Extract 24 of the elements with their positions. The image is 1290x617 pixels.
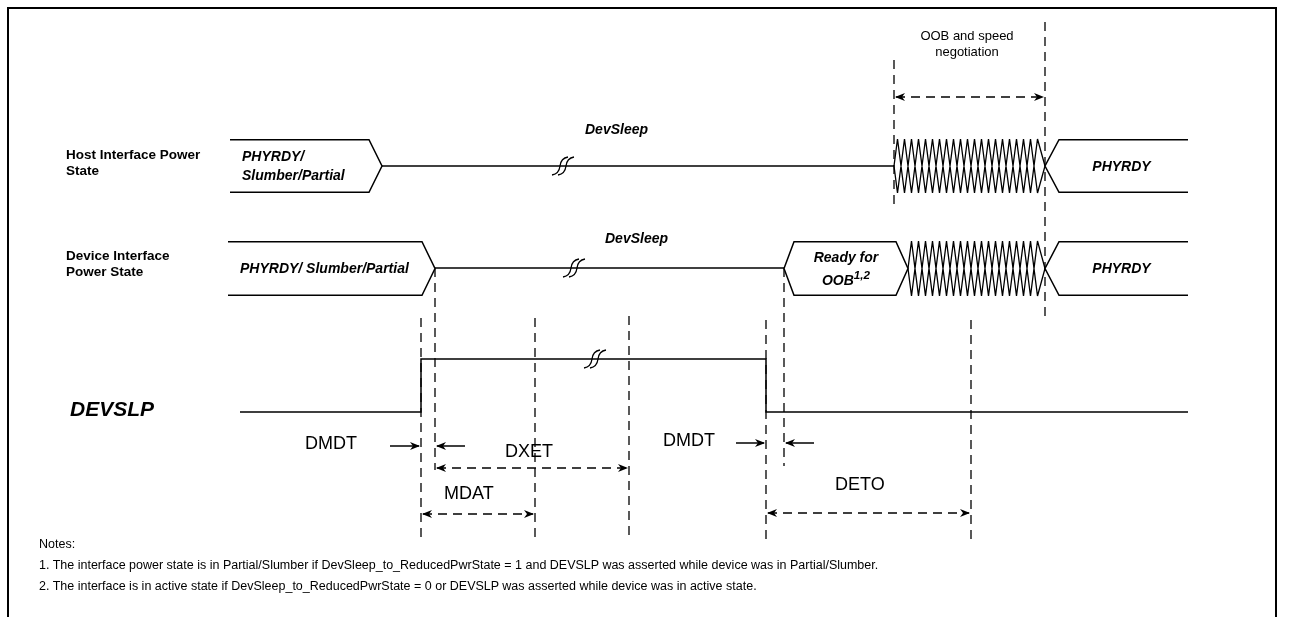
state-label: PHYRDY/ Slumber/Partial <box>242 147 346 185</box>
interval-label: DXET <box>505 441 553 463</box>
note-text: 2. The interface is in active state if DevSleep_to_ReducedPwrState = 0 or DEVSLP was asserted while device was in active state. <box>39 579 757 594</box>
interval-label: MDAT <box>444 483 494 505</box>
bus-state-shape <box>230 139 382 193</box>
bus-state-shape <box>784 241 908 296</box>
note-text: 1. The interface power state is in Partial/Slumber if DevSleep_to_ReducedPwrState = 1 and DEVSLP was asserted while device was in Partial/Slumber. <box>39 558 879 573</box>
bus-state-shape <box>1045 241 1188 296</box>
signal-name: Device Interface Power State <box>66 248 171 281</box>
state-label: PHYRDY <box>1091 259 1153 278</box>
interval-label: DETO <box>835 474 885 496</box>
state-name: DevSleep <box>585 121 649 138</box>
signal-name: Host Interface Power State <box>66 147 202 180</box>
bus-state-shape <box>228 241 435 296</box>
state-label: Ready for OOB$^{1,2}$ <box>812 248 880 290</box>
note-heading: Notes: <box>39 537 76 552</box>
signal-name: DEVSLP <box>70 396 155 422</box>
state-label: PHYRDY/ Slumber/Partial <box>240 259 410 278</box>
state-label: PHYRDY <box>1091 156 1153 176</box>
interval-label: DMDT <box>663 430 715 452</box>
interval-label: OOB and speed negotiation <box>919 28 1015 60</box>
state-name: DevSleep <box>605 230 669 247</box>
interval-label: DMDT <box>305 433 357 455</box>
bus-state-shape <box>1045 139 1188 193</box>
